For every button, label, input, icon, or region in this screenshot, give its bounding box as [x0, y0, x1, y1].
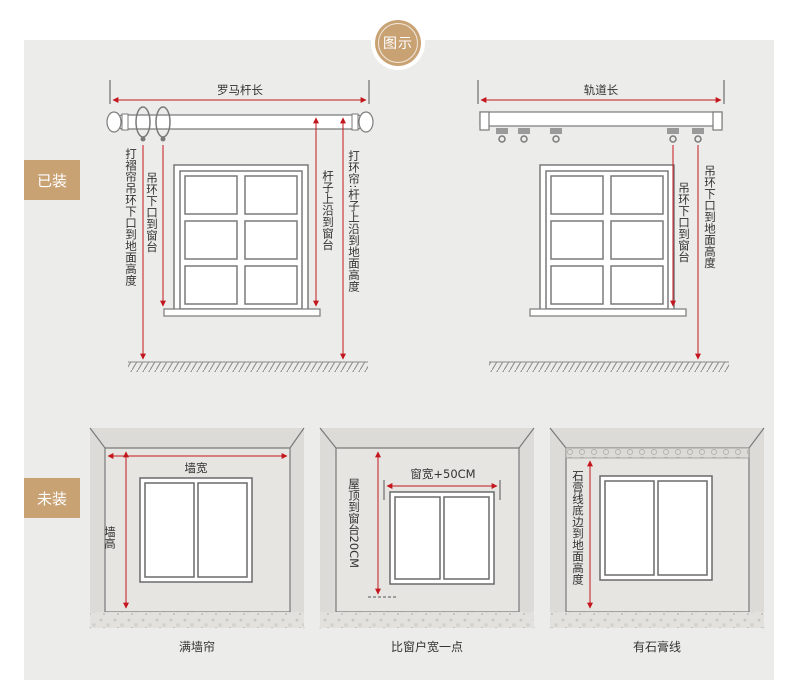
- badge-label: 图示: [378, 23, 418, 63]
- floor: [128, 362, 368, 372]
- track-gliders: [496, 128, 704, 143]
- section-tag-not-installed: 未装: [24, 478, 80, 518]
- gypsum-caption: 有石膏线: [633, 639, 681, 654]
- track-ring-to-floor-label: 吊环下口到地面高度: [703, 165, 717, 269]
- gypsum-bottom-to-floor-label: 石膏线底边到地面高度: [571, 470, 585, 586]
- wall-height-label: 墙高: [103, 525, 117, 550]
- ring-curtain-rod-top-to-floor-label: 打环帘:杆子上沿到地面高度: [347, 149, 361, 292]
- track-ring-to-sill-label: 吊环下口到窗台: [677, 182, 691, 263]
- rod-top-to-sill-label: 杆子上沿到窗台: [321, 169, 335, 250]
- window-sill: [529, 308, 687, 317]
- wider-caption: 比窗户宽一点: [391, 639, 463, 654]
- window-six-pane: [173, 164, 309, 316]
- pleated-ring-to-floor-label: 打褶帘吊环下口到地面高度: [124, 147, 138, 287]
- full-wall-caption: 满墙帘: [179, 639, 215, 654]
- gypsum-line-diagram: 石膏线底边到地面高度 有石膏线: [549, 427, 765, 654]
- window-width-plus-label: 窗宽+50CM: [410, 467, 475, 481]
- ceiling-to-sill-label: 屋顶到窗台20CM: [347, 478, 361, 568]
- illustration-badge: 图示: [375, 20, 421, 66]
- rod-finial-left: [106, 111, 122, 133]
- roman-rod-length-label: 罗马杆长: [217, 83, 263, 97]
- curtain-track: [479, 111, 723, 127]
- floor: [489, 362, 729, 372]
- window-sill: [163, 308, 321, 317]
- wider-than-window-diagram: 窗宽+50CM 屋顶到窗台20CM 比窗户宽一点: [319, 427, 535, 654]
- window-six-pane: [539, 164, 675, 316]
- gypsum-crown-molding: [565, 447, 750, 459]
- rod-finial-right: [358, 111, 374, 133]
- wall-width-label: 墙宽: [185, 461, 208, 475]
- ring-to-sill-label: 吊环下口到窗台: [145, 172, 159, 253]
- track-diagram: 轨道长 吊环下口到窗台 吊环下口到地面高度: [477, 80, 729, 372]
- full-wall-diagram: 墙宽 墙高 满墙帘: [89, 427, 305, 654]
- track-length-label: 轨道长: [584, 83, 619, 97]
- roman-rod-diagram: 罗马杆长 打褶帘吊环下口到地面高度 吊环下口到窗台 杆子上沿到窗台 打环帘:杆子…: [106, 80, 374, 372]
- section-tag-installed: 已装: [24, 160, 80, 200]
